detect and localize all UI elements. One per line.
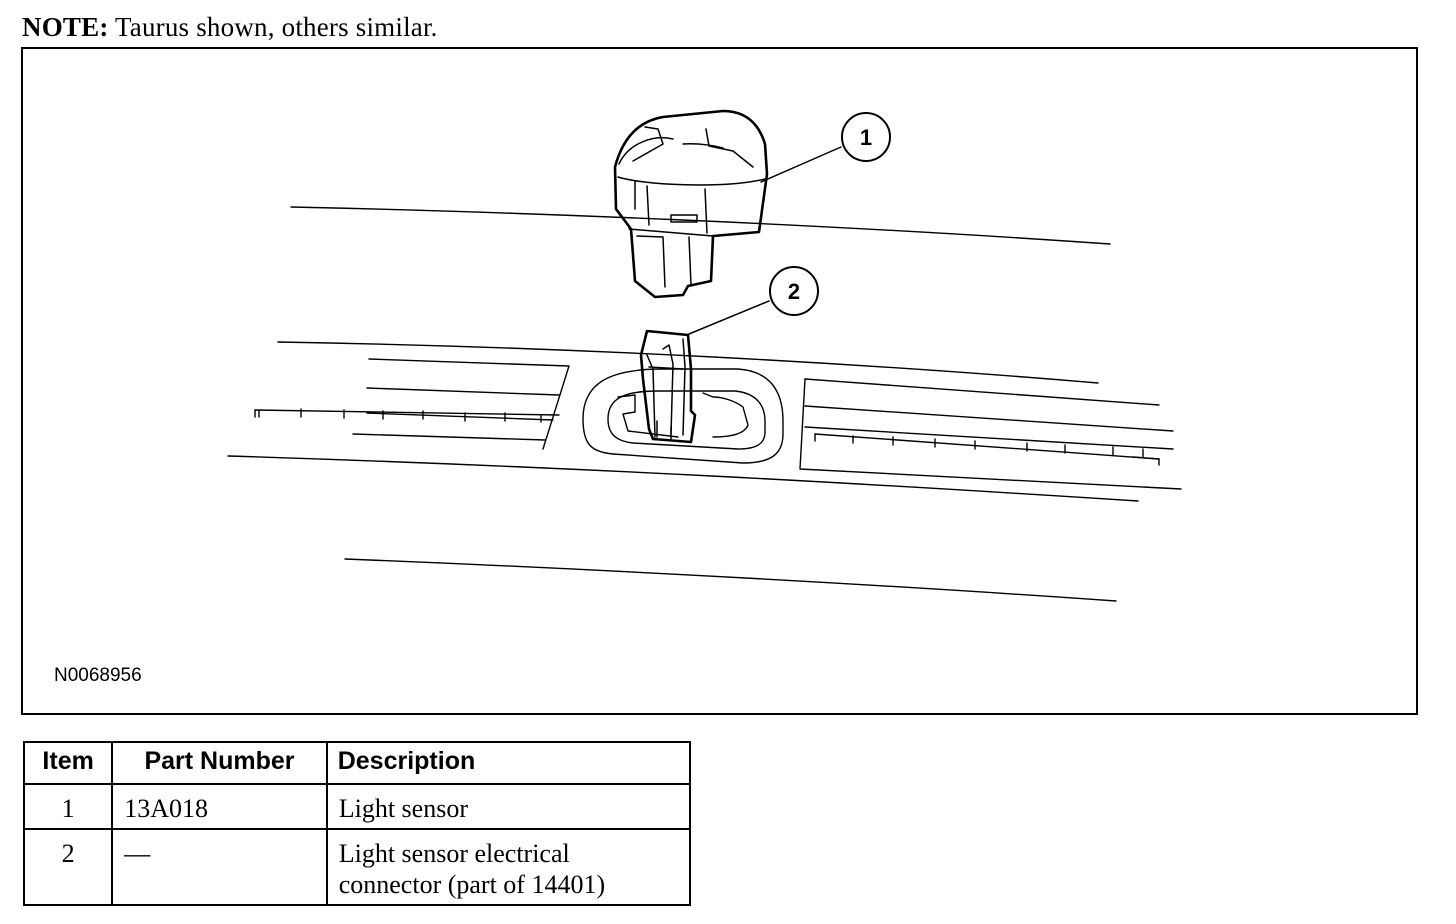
dash-line-lower-2 [344, 558, 1117, 602]
electrical-connector [639, 329, 697, 444]
cell-item: 1 [22, 783, 114, 830]
cell-description: Light sensor [325, 783, 692, 830]
left-vent [254, 358, 570, 450]
header-description: Description [325, 741, 692, 785]
dash-line-lower-1 [227, 455, 1139, 502]
callout-1-number: 1 [860, 125, 872, 150]
note-text: NOTE: Taurus shown, others similar. [22, 12, 438, 43]
cell-item: 2 [22, 828, 114, 906]
note-label: NOTE: [22, 12, 109, 42]
cell-description: Light sensor electrical connector (part … [325, 828, 692, 906]
cell-part-number: — [111, 828, 328, 906]
figure-id: N0068956 [54, 665, 142, 686]
light-sensor-illustration: 1 2 [227, 109, 1182, 602]
callout-2-number: 2 [788, 279, 800, 304]
sensor-mount-bezel [582, 368, 784, 464]
illustration-frame: 1 2 N0068956 [21, 47, 1418, 715]
dash-line-top [290, 206, 1111, 245]
table-header-row: Item Part Number Description [22, 741, 692, 785]
light-sensor [613, 109, 769, 299]
header-part-number: Part Number [111, 741, 328, 785]
header-item: Item [22, 741, 114, 785]
right-vent [799, 378, 1182, 490]
table-row: 1 13A018 Light sensor [22, 783, 692, 830]
callout-1: 1 [760, 112, 891, 183]
callout-2: 2 [688, 266, 819, 335]
note-body: Taurus shown, others similar. [108, 12, 438, 42]
parts-table: Item Part Number Description 1 13A018 Li… [22, 741, 692, 906]
cell-part-number: 13A018 [111, 783, 328, 830]
dash-line-mid [277, 341, 1099, 384]
table-row: 2 — Light sensor electrical connector (p… [22, 828, 692, 906]
